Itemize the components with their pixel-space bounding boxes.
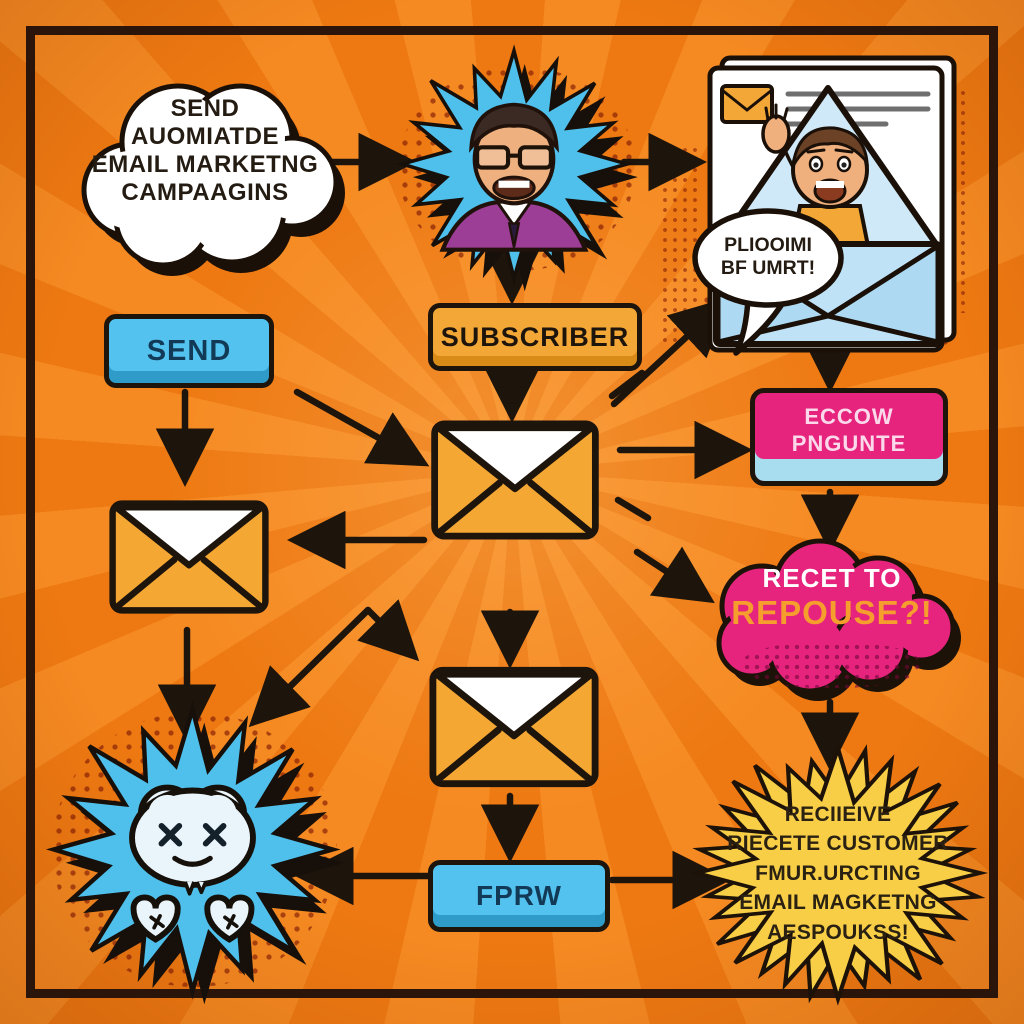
result-starburst [689, 741, 989, 1006]
result-line: AESPOUKSS! [767, 920, 909, 944]
cloud-mascot-x-eyes [129, 784, 256, 943]
response-line: REPOUSE?! [731, 594, 933, 631]
subscriber-starburst [395, 44, 638, 292]
envelope-icon [431, 420, 599, 540]
envelope-icon [109, 500, 269, 614]
halftone-dots [742, 642, 920, 688]
intro-line: SEND [170, 95, 240, 122]
engage-button-line: ECCOW [804, 403, 894, 429]
result-burst-text: RECIIEIVE RIECETE CUSTOMER FMUR.URCTING … [712, 800, 964, 947]
glasses-icon [475, 145, 553, 170]
intro-cloud-shape [81, 83, 345, 276]
poster-border-frame [26, 26, 998, 998]
result-line: RIECETE CUSTOMER [727, 832, 949, 856]
envelope-icon [429, 666, 599, 788]
bubble-line: PLIOOIMI [724, 234, 812, 256]
intro-line: AUOMIATDE [130, 123, 280, 150]
bubble-line: BF UMRT! [720, 257, 816, 279]
response-cloud-text: RECET TO REPOUSE?! [722, 563, 942, 632]
result-line: EMAIL MAGKETNG [739, 891, 937, 915]
result-line: RECIIEIVE [784, 803, 892, 826]
envelope-icon [720, 84, 774, 124]
engage-button-line: PNGUNTE [791, 431, 907, 456]
response-line: RECET TO [762, 563, 902, 593]
mascot-starburst [45, 701, 345, 1005]
result-line: FMUR.URCTING [755, 861, 921, 885]
subscriber-button[interactable]: SUBSCRIBER [428, 303, 642, 371]
speech-bubble-shape [692, 208, 844, 356]
intro-cloud-text: SEND AUOMIATDE EMAIL MARKETNG CAMPAAGINS [85, 95, 325, 207]
speech-bubble-text: PLIOOIMI BF UMRT! [700, 234, 836, 280]
open-envelope-scene [707, 55, 957, 353]
send-button[interactable]: SEND [104, 314, 274, 388]
forward-button[interactable]: FPRW [428, 860, 610, 932]
engage-button[interactable]: ECCOW PNGUNTE [750, 388, 948, 486]
x-eyes [158, 822, 227, 847]
intro-line: EMAIL MARKETNG [91, 151, 319, 178]
intro-line: CAMPAAGINS [121, 179, 289, 206]
smiling-man-avatar [439, 102, 589, 252]
